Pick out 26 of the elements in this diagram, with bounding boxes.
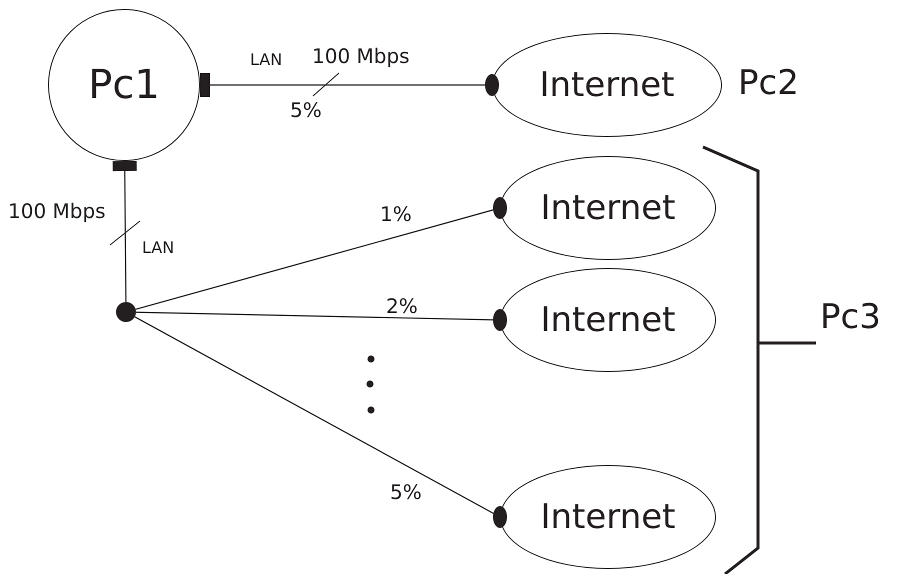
bandwidth-label: 100 Mbps (312, 46, 410, 66)
network-ellipse (500, 156, 716, 260)
interface-label: LAN (250, 52, 282, 68)
connection-line (112, 160, 137, 302)
edge-label: 5% (390, 482, 422, 502)
junction-dot (116, 302, 136, 322)
connection-line (136, 309, 507, 331)
computer-circle (48, 9, 200, 161)
interface-label: LAN (142, 240, 174, 256)
network-name: Internet (540, 191, 676, 225)
edge-label: 5% (290, 100, 322, 120)
connection-line (200, 73, 499, 97)
computer-name: Pc1 (88, 65, 160, 105)
connection-line (134, 316, 507, 528)
network-ellipse (492, 33, 722, 137)
network-ellipse (500, 465, 716, 569)
computer-name: Pc2 (738, 66, 799, 100)
edge-label: 2% (386, 296, 418, 316)
group-label: Pc3 (820, 300, 881, 334)
network-name: Internet (539, 68, 674, 102)
network-name: Internet (540, 303, 676, 337)
network-ellipse (500, 268, 716, 372)
network-name: Internet (540, 500, 676, 534)
bandwidth-label: 100 Mbps (8, 201, 106, 221)
connection-line (135, 197, 507, 310)
edge-label: 1% (380, 204, 412, 224)
